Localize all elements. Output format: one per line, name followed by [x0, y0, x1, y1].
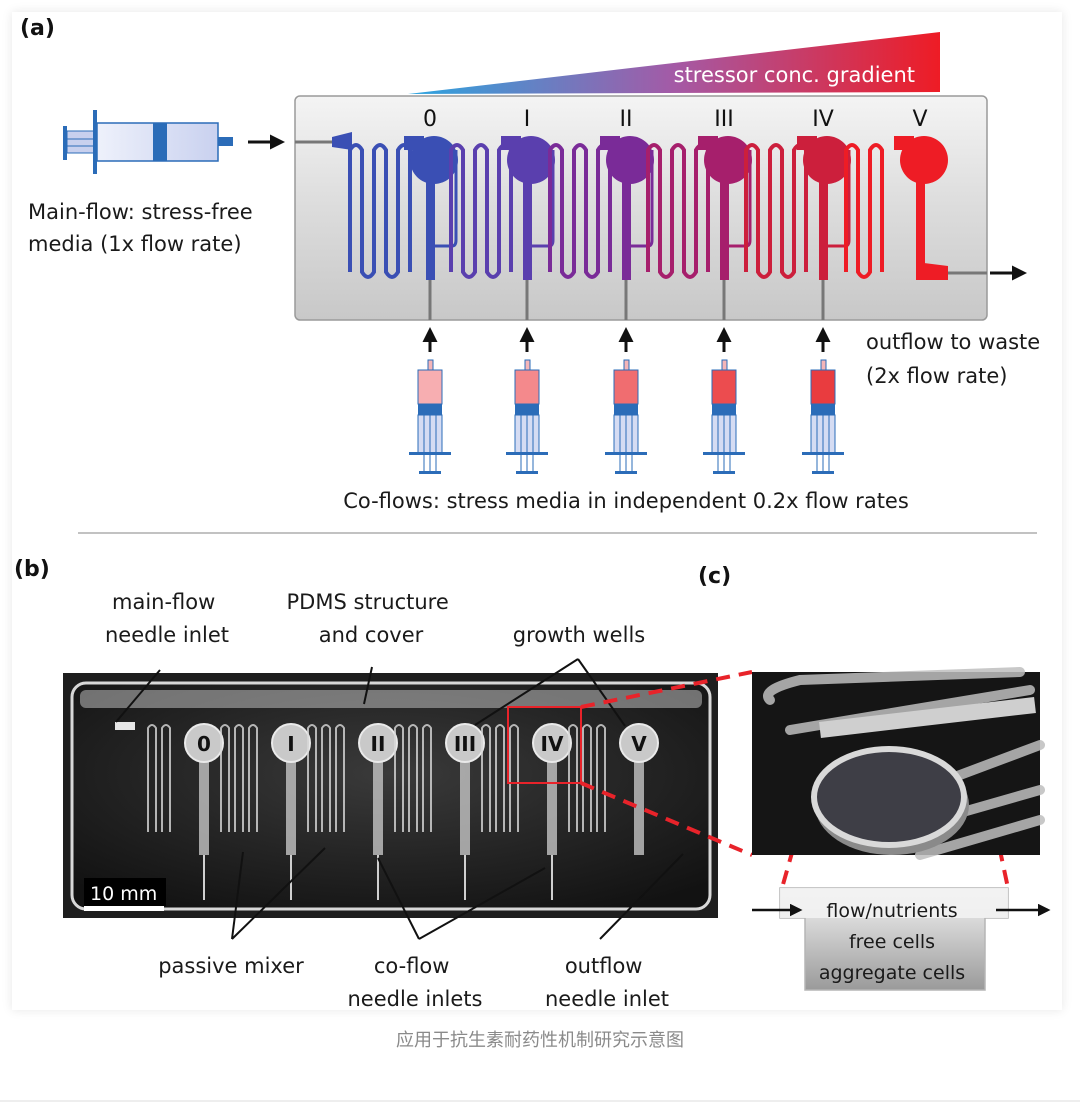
panel-c-label: (c) [698, 564, 731, 589]
annotation-co-flow-inlets: co-flow needle inlets [348, 954, 483, 1011]
mixer-channel [744, 143, 808, 279]
chip-channels [332, 132, 948, 320]
highlight-box [507, 706, 582, 784]
annotation-leaders [115, 658, 684, 940]
photo-growth-well [619, 723, 659, 763]
figure: (a) stressor conc. gradient Main-flow: s… [14, 16, 1051, 1011]
annotation-outflow-inlet: outflow needle inlet [545, 954, 669, 1011]
well-outlet-channel [916, 180, 925, 272]
well-outlet-channel [523, 180, 532, 280]
photo-growth-well [358, 723, 398, 763]
concentration-gradient-wedge [408, 32, 940, 94]
photo-well-label-0: 0 [197, 732, 211, 756]
well-label-2: II [620, 107, 633, 132]
mixer-channel [844, 143, 884, 279]
photo-well-label-3: III [454, 732, 476, 756]
scale-bar [84, 906, 164, 911]
well-outlet-channel [426, 180, 435, 280]
co-flow-syringe-icon [605, 327, 647, 474]
annotation-growth-wells: growth wells [513, 623, 645, 647]
outflow-label: outflow to waste (2x flow rate) [866, 330, 1047, 388]
co-flow-syringe-icon [506, 327, 548, 474]
well-outlet-channel [720, 180, 729, 280]
co-flow-syringe-icon [703, 327, 745, 474]
panel-b-label: (b) [14, 557, 50, 582]
panel-a-label: (a) [20, 16, 55, 41]
mixer-channel [348, 143, 412, 279]
mixer-channel [548, 143, 612, 279]
photo-well-label-5: V [631, 732, 647, 756]
well-outlet-channel [622, 180, 631, 280]
well-label-4: IV [812, 107, 834, 132]
layer-aggregate-cells: aggregate cells [819, 962, 965, 984]
photo-well-label-4: IV [541, 732, 564, 756]
annotation-main-flow-inlet: main-flow needle inlet [105, 590, 229, 647]
well-cross-section [752, 887, 1051, 991]
well-label-5: V [912, 107, 927, 132]
main-flow-syringe-icon [63, 110, 233, 174]
annotation-passive-mixer: passive mixer [158, 954, 304, 978]
well-label-1: I [524, 107, 531, 132]
photo-well-label-2: II [371, 732, 386, 756]
well-label-0: 0 [423, 107, 437, 132]
photo-growth-well [271, 723, 311, 763]
scale-bar-label: 10 mm [90, 883, 157, 905]
co-flow-syringe-icon [409, 327, 451, 474]
photo-growth-well [184, 723, 224, 763]
well-closeup-photo [752, 667, 1045, 860]
figure-caption: 应用于抗生素耐药性机制研究示意图 [396, 1030, 684, 1051]
photo-well-label-1: I [287, 732, 294, 756]
co-flow-syringe-icon [802, 327, 844, 474]
main-flow-label: Main-flow: stress-free media (1x flow ra… [28, 200, 259, 256]
well-label-3: III [714, 107, 733, 132]
mixer-channel [449, 143, 513, 279]
well-outlet-channel [819, 180, 828, 280]
annotation-pdms: PDMS structure and cover [287, 590, 456, 647]
photo-growth-well [532, 723, 572, 763]
bottom-divider [0, 1100, 1080, 1102]
photo-growth-well [445, 723, 485, 763]
gradient-label: stressor conc. gradient [674, 63, 915, 87]
mixer-channel [646, 143, 710, 279]
co-flow-label: Co-flows: stress media in independent 0.… [343, 489, 909, 513]
layer-free-cells: free cells [849, 931, 935, 953]
layer-flow-nutrients: flow/nutrients [826, 900, 957, 922]
